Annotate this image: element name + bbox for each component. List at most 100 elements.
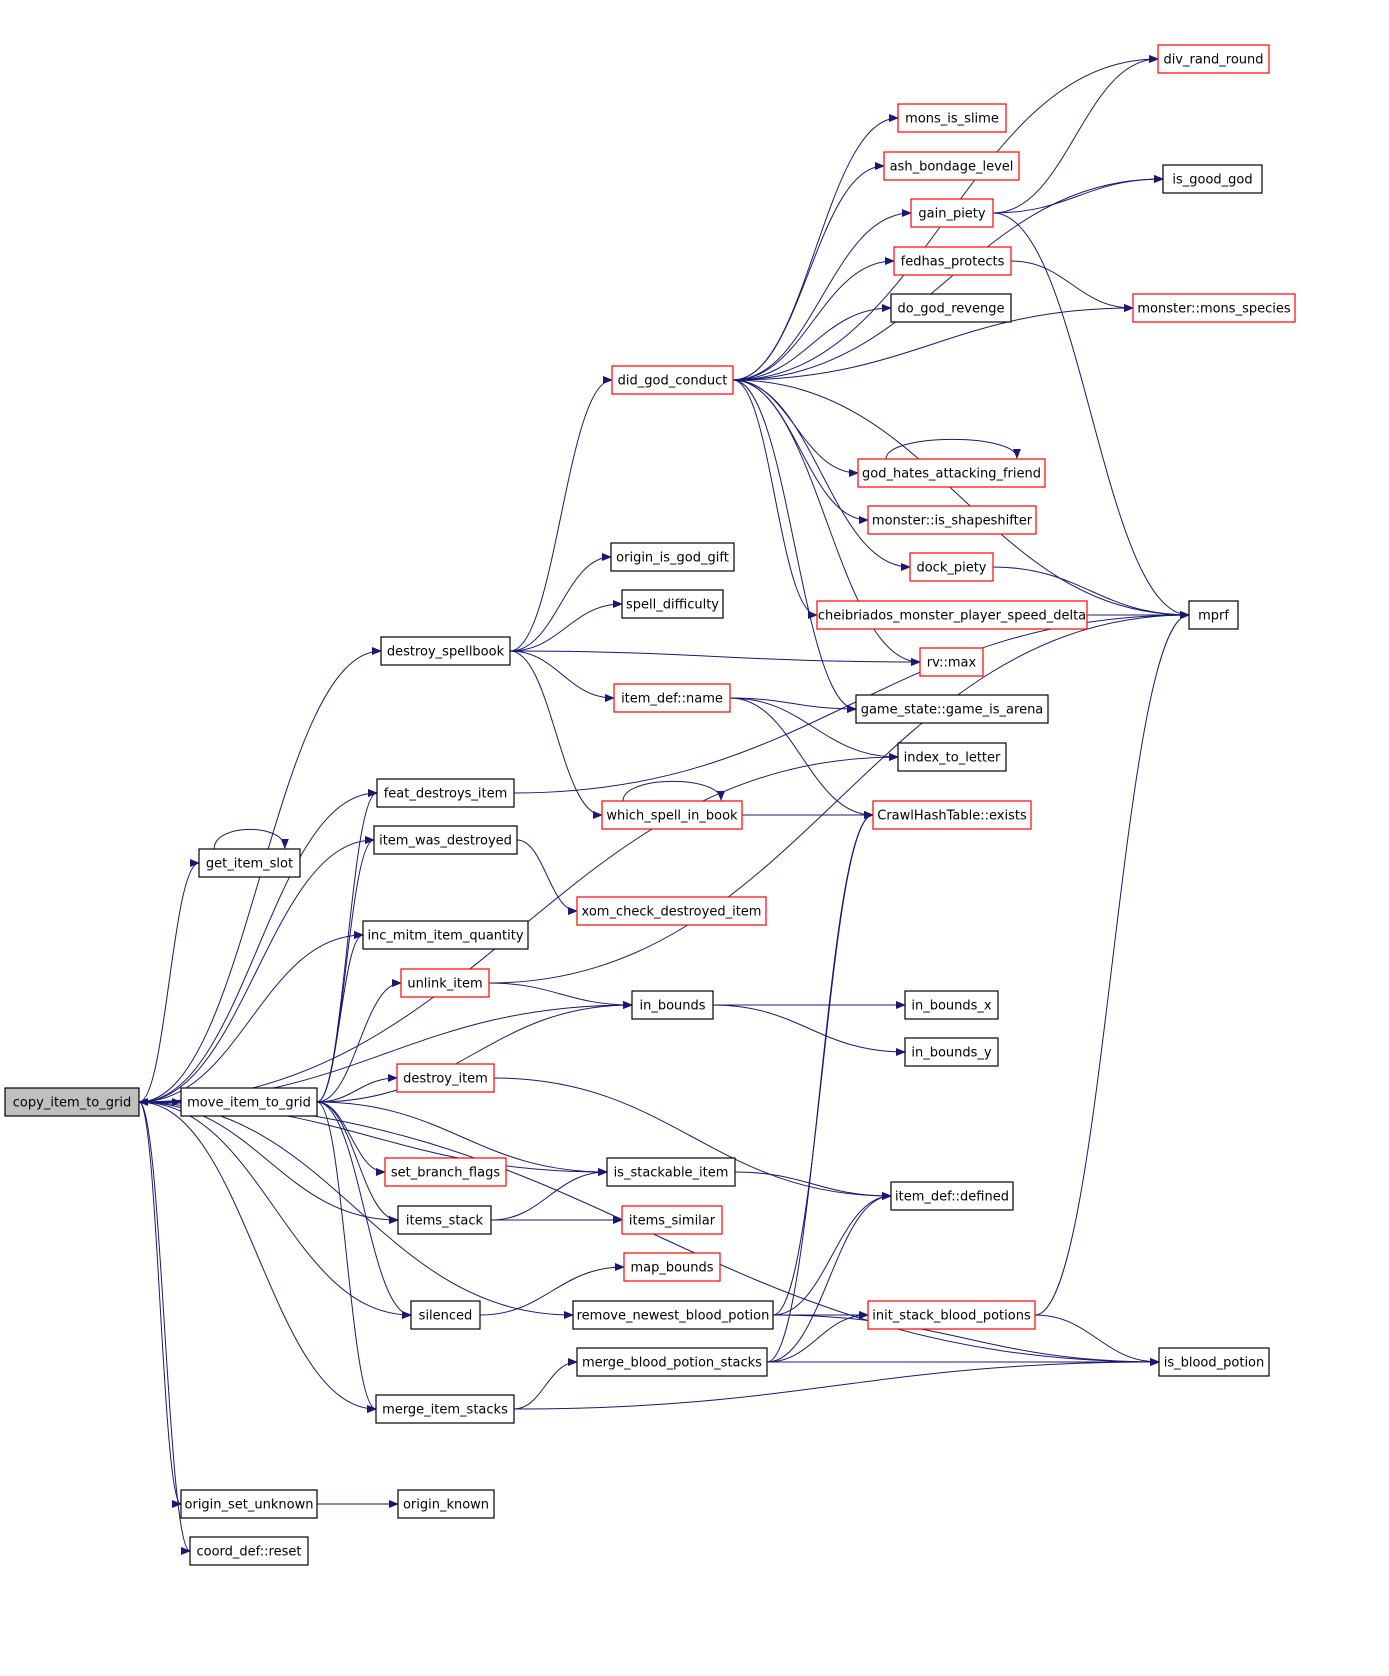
node-is-good-god[interactable]: is_good_god bbox=[1162, 164, 1263, 194]
edge-which-spell-in-book-to-which-spell-in-book bbox=[622, 780, 725, 802]
node-mprf[interactable]: mprf bbox=[1188, 600, 1239, 630]
edge-destroy-spellbook-to-spell-difficulty bbox=[509, 600, 623, 652]
node-dock-piety[interactable]: dock_piety bbox=[909, 552, 994, 582]
node-xom-check-destroyed-item[interactable]: xom_check_destroyed_item bbox=[576, 896, 767, 926]
node-items-stack[interactable]: items_stack bbox=[397, 1205, 492, 1235]
node-box bbox=[410, 1300, 481, 1330]
node-monster-mons-species[interactable]: monster::mons_species bbox=[1132, 293, 1296, 323]
node-inc-mitm-item-quantity[interactable]: inc_mitm_item_quantity bbox=[362, 920, 529, 950]
node-label: cheibriados_monster_player_speed_delta bbox=[818, 609, 1086, 624]
edge-move-item-to-grid-to-items-stack bbox=[316, 1101, 399, 1224]
node-origin-set-unknown[interactable]: origin_set_unknown bbox=[180, 1489, 318, 1519]
edge-remove-newest-blood-potion-to-item-def-defined bbox=[772, 1192, 892, 1316]
node-box bbox=[400, 968, 490, 998]
node-box bbox=[857, 458, 1046, 488]
node-box bbox=[611, 365, 734, 395]
node-label: item_def::defined bbox=[895, 1190, 1009, 1205]
node-box bbox=[180, 1087, 318, 1117]
node-cheibriados-monster-player-speed-delta[interactable]: cheibriados_monster_player_speed_delta bbox=[816, 600, 1088, 630]
node-ash-bondage-level[interactable]: ash_bondage_level bbox=[883, 151, 1020, 181]
node-label: silenced bbox=[419, 1309, 473, 1324]
node-is-blood-potion[interactable]: is_blood_potion bbox=[1158, 1347, 1270, 1377]
node-destroy-spellbook[interactable]: destroy_spellbook bbox=[380, 636, 511, 666]
node-label: mprf bbox=[1198, 609, 1229, 624]
node-div-rand-round[interactable]: div_rand_round bbox=[1157, 44, 1270, 74]
node-item-was-destroyed[interactable]: item_was_destroyed bbox=[373, 825, 518, 855]
edge-copy-item-to-grid-to-item-was-destroyed bbox=[138, 836, 375, 1103]
node-crawlhashtable-exists[interactable]: CrawlHashTable::exists bbox=[872, 800, 1032, 830]
edge-unlink-item-to-mprf bbox=[488, 611, 1190, 984]
edge-move-item-to-grid-to-silenced bbox=[316, 1101, 412, 1319]
edge-copy-item-to-grid-to-coord-def-reset bbox=[138, 1101, 191, 1555]
node-fedhas-protects[interactable]: fedhas_protects bbox=[893, 246, 1012, 276]
edge-move-item-to-grid-to-destroy-item bbox=[316, 1074, 398, 1103]
node-label: dock_piety bbox=[916, 561, 986, 576]
node-index-to-letter[interactable]: index_to_letter bbox=[897, 742, 1007, 772]
node-do-god-revenge[interactable]: do_god_revenge bbox=[890, 293, 1012, 323]
node-merge-item-stacks[interactable]: merge_item_stacks bbox=[375, 1394, 515, 1424]
node-box bbox=[376, 778, 515, 808]
edge-init-stack-blood-potions-to-mprf bbox=[1034, 611, 1190, 1316]
node-items-similar[interactable]: items_similar bbox=[621, 1205, 723, 1235]
node-spell-difficulty[interactable]: spell_difficulty bbox=[621, 589, 724, 619]
node-origin-is-god-gift[interactable]: origin_is_god_gift bbox=[610, 542, 735, 572]
node-box bbox=[890, 1181, 1014, 1211]
edge-init-stack-blood-potions-to-is-blood-potion bbox=[1034, 1314, 1160, 1366]
node-get-item-slot[interactable]: get_item_slot bbox=[198, 848, 301, 878]
node-label: item_was_destroyed bbox=[379, 834, 512, 849]
edge-did-god-conduct-to-cheibriados-monster-player-speed-delta bbox=[732, 379, 818, 619]
node-box bbox=[883, 151, 1020, 181]
node-set-branch-flags[interactable]: set_branch_flags bbox=[384, 1157, 507, 1187]
node-game-is-arena[interactable]: game_state::game_is_arena bbox=[855, 694, 1049, 724]
node-box bbox=[375, 1394, 515, 1424]
edge-is-stackable-item-to-item-def-defined bbox=[734, 1171, 892, 1200]
node-which-spell-in-book[interactable]: which_spell_in_book bbox=[601, 800, 743, 830]
edge-did-god-conduct-to-do-god-revenge bbox=[732, 304, 892, 381]
node-mons-is-slime[interactable]: mons_is_slime bbox=[897, 103, 1007, 133]
edge-item-def-name-to-index-to-letter bbox=[729, 697, 899, 761]
node-label: origin_set_unknown bbox=[185, 1498, 314, 1513]
edge-copy-item-to-grid-to-get-item-slot bbox=[138, 859, 200, 1103]
node-box bbox=[621, 1205, 723, 1235]
node-label: items_similar bbox=[629, 1214, 716, 1229]
node-coord-def-reset[interactable]: coord_def::reset bbox=[189, 1536, 309, 1566]
node-box bbox=[610, 542, 735, 572]
node-rv-max[interactable]: rv::max bbox=[919, 647, 984, 677]
node-destroy-item[interactable]: destroy_item bbox=[396, 1063, 495, 1093]
edge-merge-item-stacks-to-merge-blood-potion-stacks bbox=[513, 1358, 578, 1410]
node-item-def-name[interactable]: item_def::name bbox=[613, 683, 731, 713]
node-remove-newest-blood-potion[interactable]: remove_newest_blood_potion bbox=[572, 1300, 774, 1330]
edge-destroy-spellbook-to-which-spell-in-book bbox=[509, 650, 603, 819]
node-unlink-item[interactable]: unlink_item bbox=[400, 968, 490, 998]
node-init-stack-blood-potions[interactable]: init_stack_blood_potions bbox=[867, 1300, 1036, 1330]
node-label: item_def::name bbox=[621, 692, 723, 707]
node-box bbox=[1162, 164, 1263, 194]
node-monster-is-shapeshifter[interactable]: monster::is_shapeshifter bbox=[867, 505, 1037, 535]
node-item-def-defined[interactable]: item_def::defined bbox=[890, 1181, 1014, 1211]
node-box bbox=[613, 683, 731, 713]
node-did-god-conduct[interactable]: did_god_conduct bbox=[611, 365, 734, 395]
node-is-stackable-item[interactable]: is_stackable_item bbox=[606, 1157, 736, 1187]
edge-did-god-conduct-to-rv-max bbox=[732, 379, 921, 666]
node-map-bounds[interactable]: map_bounds bbox=[623, 1252, 721, 1282]
node-origin-known[interactable]: origin_known bbox=[397, 1489, 495, 1519]
node-in-bounds[interactable]: in_bounds bbox=[631, 990, 714, 1020]
node-feat-destroys-item[interactable]: feat_destroys_item bbox=[376, 778, 515, 808]
node-label: map_bounds bbox=[630, 1261, 713, 1276]
node-label: fedhas_protects bbox=[901, 255, 1005, 270]
node-merge-blood-potion-stacks[interactable]: merge_blood_potion_stacks bbox=[576, 1347, 768, 1377]
node-move-item-to-grid[interactable]: move_item_to_grid bbox=[180, 1087, 318, 1117]
node-box bbox=[893, 246, 1012, 276]
node-label: which_spell_in_book bbox=[606, 809, 738, 824]
edge-did-god-conduct-to-mprf bbox=[732, 379, 1190, 619]
node-god-hates-attacking-friend[interactable]: god_hates_attacking_friend bbox=[857, 458, 1046, 488]
node-label: xom_check_destroyed_item bbox=[582, 905, 762, 920]
node-silenced[interactable]: silenced bbox=[410, 1300, 481, 1330]
node-copy-item-to-grid[interactable]: copy_item_to_grid bbox=[4, 1087, 140, 1117]
node-gain-piety[interactable]: gain_piety bbox=[910, 198, 994, 228]
node-in-bounds-y[interactable]: in_bounds_y bbox=[904, 1037, 999, 1067]
node-label: move_item_to_grid bbox=[187, 1096, 311, 1111]
node-in-bounds-x[interactable]: in_bounds_x bbox=[904, 990, 999, 1020]
node-label: monster::is_shapeshifter bbox=[872, 514, 1033, 529]
